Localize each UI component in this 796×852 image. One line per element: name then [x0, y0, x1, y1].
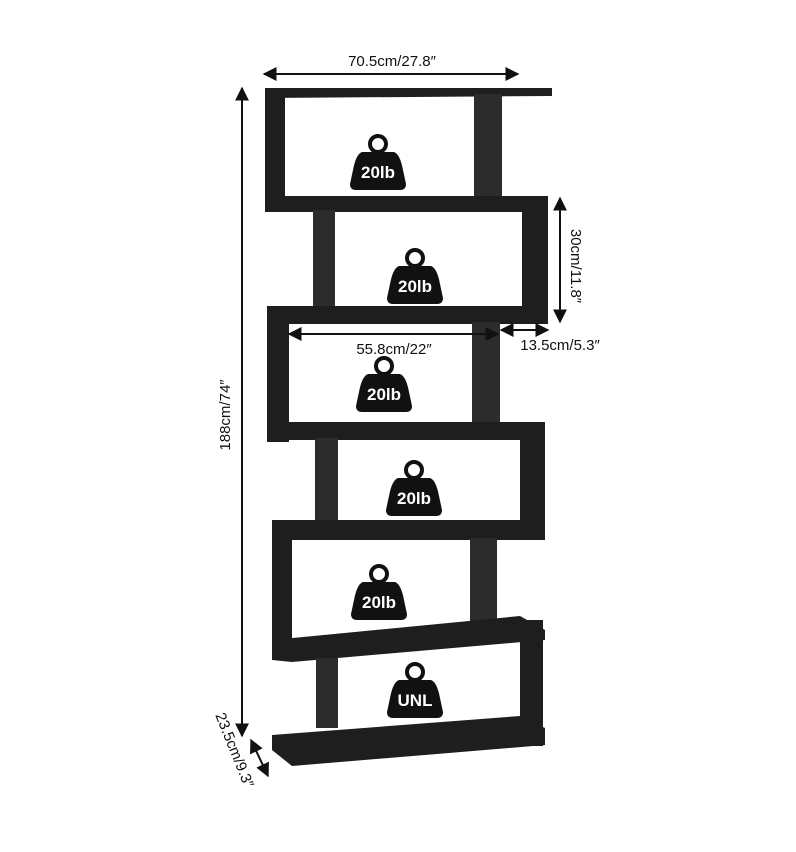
weight-capacity-icon: 20lb: [351, 564, 407, 620]
side-panel: [272, 520, 292, 660]
weight-capacity-icon: 20lb: [387, 248, 443, 304]
weight-capacity-label: 20lb: [367, 385, 401, 404]
divider-panel: [472, 322, 500, 426]
bookshelf: [265, 88, 552, 766]
weight-capacity-label: 20lb: [398, 277, 432, 296]
total-height-label: 188cm/74″: [217, 379, 234, 451]
weight-capacity-label: 20lb: [362, 593, 396, 612]
side-panel: [265, 88, 285, 210]
divider-panel: [474, 94, 502, 200]
shelf-board: [267, 306, 548, 324]
weight-capacity-icon: 20lb: [386, 460, 442, 516]
total-width-label: 70.5cm/27.8″: [348, 53, 437, 70]
weight-capacity-label: 20lb: [397, 489, 431, 508]
base-board: [272, 716, 545, 766]
weight-capacity-icon: UNL: [387, 662, 443, 718]
side-panel: [522, 198, 548, 324]
shelf-board: [265, 196, 548, 212]
shelf-board: [272, 520, 545, 540]
shelf-height-label: 30cm/11.8″: [567, 229, 584, 304]
top-board: [265, 88, 552, 98]
depth-label: 23.5cm/9.3″: [211, 710, 257, 791]
shelf-board: [272, 616, 545, 662]
side-panel: [267, 312, 289, 442]
divider-panel: [315, 438, 338, 530]
depth-arrow: [250, 738, 269, 778]
weight-capacity-icon: 20lb: [356, 356, 412, 412]
inner-width-label: 55.8cm/22″: [356, 341, 432, 358]
divider-panel: [313, 210, 335, 310]
weight-capacity-label: 20lb: [361, 163, 395, 182]
weight-capacity-icon: 20lb: [350, 134, 406, 190]
side-panel: [520, 620, 543, 746]
offset-width-label: 13.5cm/5.3″: [520, 337, 600, 354]
weight-capacity-label: UNL: [398, 691, 433, 710]
divider-panel: [316, 658, 338, 728]
shelf-board: [267, 422, 545, 440]
